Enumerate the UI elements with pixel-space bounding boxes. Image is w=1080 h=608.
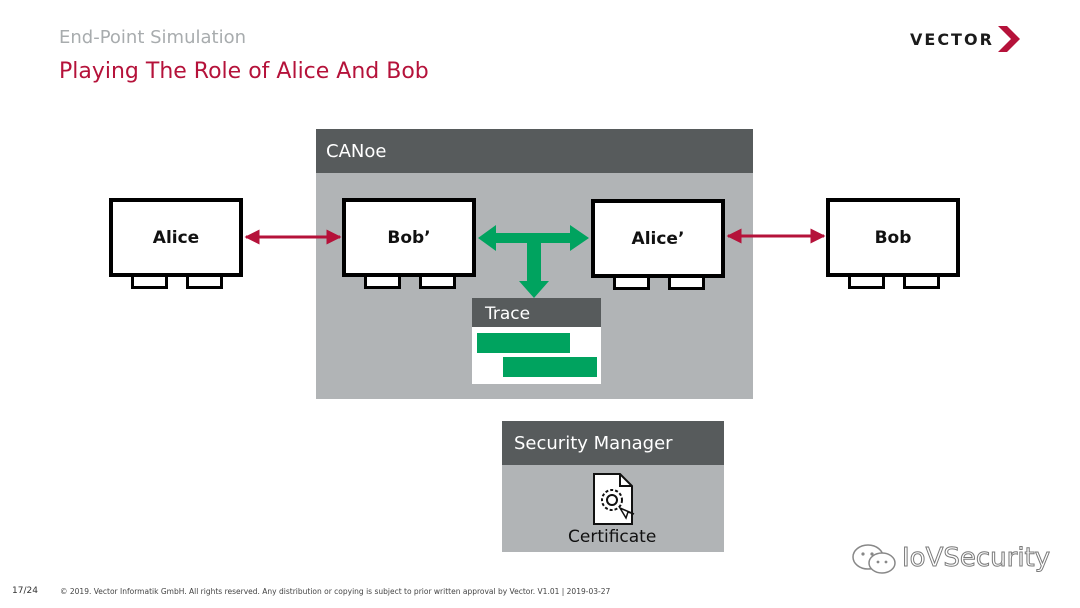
trace-header [472, 298, 601, 327]
green-tap-arrow [478, 225, 589, 298]
canoe-header [316, 129, 753, 173]
certificate-label: Certificate [568, 527, 657, 547]
connector-pin [131, 274, 168, 289]
trace-entry-bar [477, 333, 570, 353]
page-number: 17/24 [12, 586, 38, 596]
connector-pin [364, 274, 401, 289]
slide-subtitle: End-Point Simulation [59, 27, 246, 48]
node-alice-box: Alice [109, 198, 243, 277]
watermark-text: IoVSecurity [901, 543, 1051, 574]
security-manager-header [502, 421, 724, 465]
connector-pin [668, 275, 705, 290]
canoe-label: CANoe [326, 141, 387, 162]
node-bob-label: Bob [874, 227, 912, 248]
node-alice-proxy-box: Alice’ [591, 199, 725, 278]
logo-text: VECTOR [910, 29, 994, 49]
security-manager-label: Security Manager [514, 433, 673, 454]
vector-logo: VECTOR [910, 26, 1020, 52]
node-bob-box: Bob [826, 198, 960, 277]
node-alice-label: Alice [152, 227, 200, 248]
connector-pin [186, 274, 223, 289]
trace-label: Trace [485, 304, 531, 324]
copyright-text: © 2019. Vector Informatik GmbH. All righ… [60, 587, 611, 596]
chevron-right-icon [997, 26, 1020, 52]
trace-entry-bar [503, 357, 597, 377]
node-bob-proxy-label: Bob’ [387, 227, 431, 248]
connector-pin [848, 274, 885, 289]
chat-bubble-icon [852, 544, 896, 574]
slide-title: Playing The Role of Alice And Bob [59, 59, 429, 84]
connector-pin [903, 274, 940, 289]
certificate-icon [593, 473, 635, 525]
connector-pin [419, 274, 456, 289]
node-alice-proxy-label: Alice’ [631, 228, 685, 249]
connector-pin [613, 275, 650, 290]
node-bob-proxy-box: Bob’ [342, 198, 476, 277]
